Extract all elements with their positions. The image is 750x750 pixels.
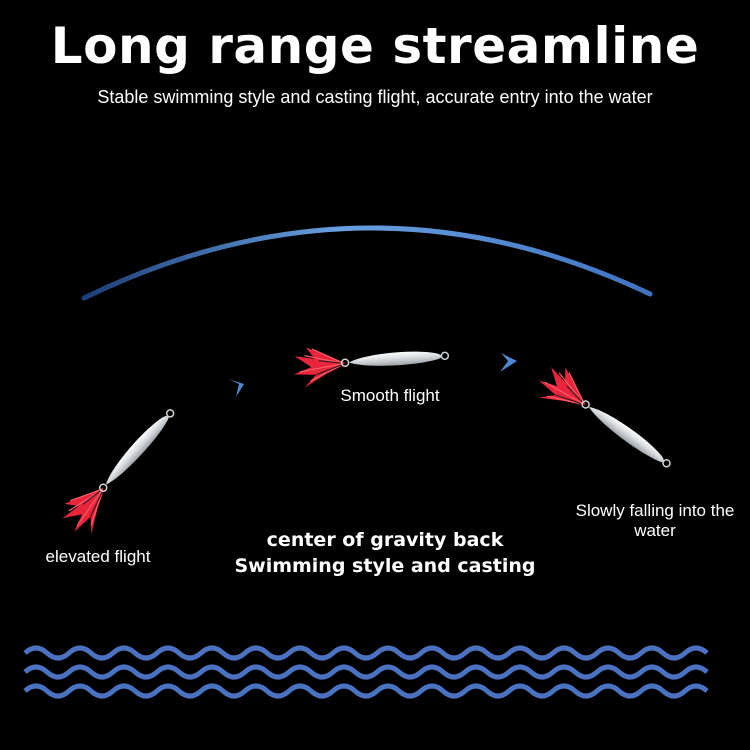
lure-elevated [54,398,190,542]
direction-chevron [228,379,244,397]
trajectory-arc [81,225,653,301]
lure-falling [529,358,681,484]
center-note-line1: center of gravity back [266,529,504,551]
direction-chevron [500,353,517,372]
center-note-line2: Swimming style and casting [234,555,536,577]
page-title: Long range streamline [50,17,700,75]
label-slowly-falling: Slowly falling into the water [575,501,735,540]
lure-smooth [291,336,451,390]
page-subtitle: Stable swimming style and casting flight… [97,87,653,107]
center-note: center of gravity back Swimming style an… [200,527,570,579]
label-smooth-flight: Smooth flight [340,386,440,405]
water-waves [23,645,709,699]
label-elevated-flight: elevated flight [45,547,151,566]
